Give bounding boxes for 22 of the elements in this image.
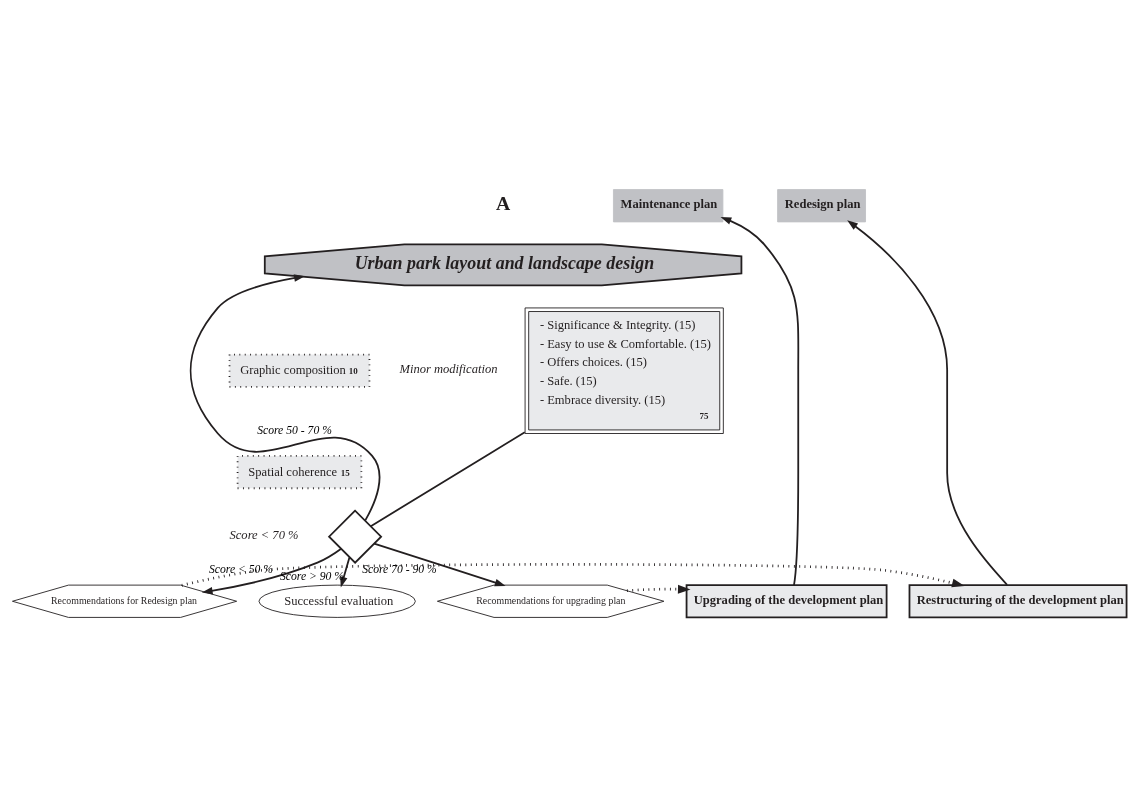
node-box: Spatial coherence 15	[236, 455, 363, 490]
node-box: Upgrading of the development plan	[685, 584, 888, 619]
label: Score < 70 %	[229, 528, 299, 543]
edge-label: Score < 50 %	[208, 563, 274, 577]
node-box: Redesign plan	[777, 189, 866, 223]
arrow	[847, 220, 1008, 586]
edge-label: Score > 90 %	[279, 569, 345, 583]
node-box: Maintenance plan	[613, 189, 724, 223]
node-ellipse: Successful evaluation	[258, 584, 416, 618]
arrow	[626, 584, 691, 594]
node-box: Restructuring of the development plan	[908, 584, 1128, 619]
edge-label: Score 70 - 90 %	[362, 562, 437, 576]
node-box: Graphic composition 10	[228, 353, 371, 388]
label: A	[495, 191, 511, 214]
label: Minor modification	[399, 362, 498, 377]
node-diamond	[327, 509, 383, 564]
arrow	[373, 542, 506, 587]
edge-label: Score 50 - 70 %	[257, 423, 332, 437]
arrow	[201, 547, 343, 595]
arrow	[720, 216, 800, 586]
connector	[369, 431, 526, 528]
arrow	[189, 274, 381, 522]
